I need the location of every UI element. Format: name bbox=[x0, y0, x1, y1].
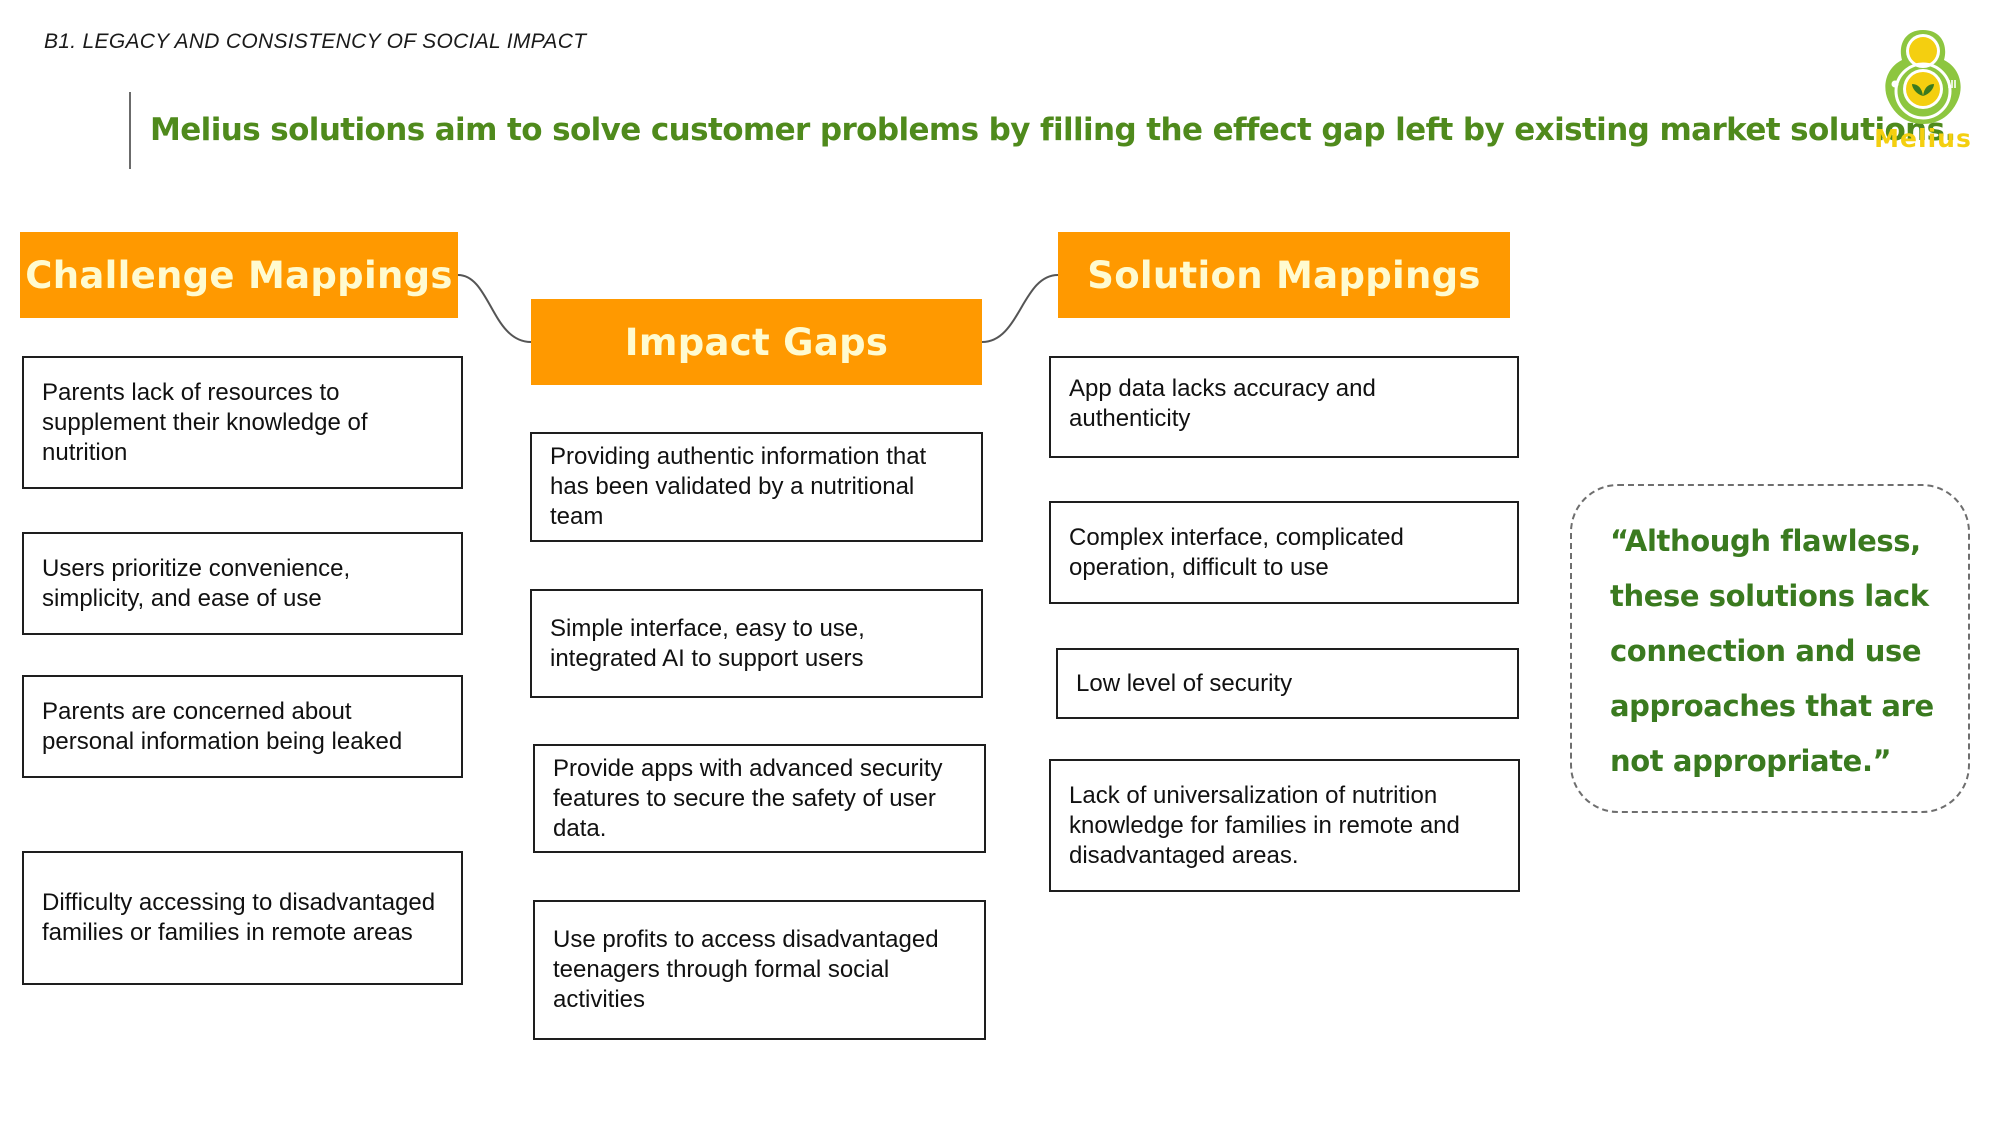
melius-logo: Melius bbox=[1868, 26, 1978, 161]
challenge-item: Users prioritize convenience, simplicity… bbox=[22, 532, 463, 635]
solution-item: Low level of security bbox=[1056, 648, 1519, 719]
challenge-mappings-header: Challenge Mappings bbox=[20, 232, 458, 318]
headline: Melius solutions aim to solve customer p… bbox=[150, 112, 1956, 148]
challenge-item: Difficulty accessing to disadvantaged fa… bbox=[22, 851, 463, 985]
section-label: B1. LEGACY AND CONSISTENCY OF SOCIAL IMP… bbox=[44, 30, 587, 53]
impact-gaps-header: Impact Gaps bbox=[531, 299, 982, 385]
melius-logo-icon bbox=[1885, 30, 1961, 124]
impact-gap-item: Use profits to access disadvantaged teen… bbox=[533, 900, 986, 1040]
solution-mappings-header: Solution Mappings bbox=[1058, 232, 1510, 318]
solution-item: App data lacks accuracy and authenticity bbox=[1049, 356, 1519, 458]
impact-gap-item: Provide apps with advanced security feat… bbox=[533, 744, 986, 853]
solution-item: Lack of universalization of nutrition kn… bbox=[1049, 759, 1520, 892]
solution-item: Complex interface, complicated operation… bbox=[1049, 501, 1519, 604]
quote-callout: “Although flawless, these solutions lack… bbox=[1570, 484, 1970, 813]
connector-challenge-impact bbox=[457, 274, 532, 343]
challenge-item: Parents are concerned about personal inf… bbox=[22, 675, 463, 778]
challenge-item: Parents lack of resources to supplement … bbox=[22, 356, 463, 489]
quote-text: “Although flawless, these solutions lack… bbox=[1610, 524, 1934, 778]
headline-divider bbox=[129, 92, 131, 169]
impact-gap-item: Simple interface, easy to use, integrate… bbox=[530, 589, 983, 698]
connector-impact-solution bbox=[981, 274, 1059, 343]
impact-gap-item: Providing authentic information that has… bbox=[530, 432, 983, 542]
logo-wordmark: Melius bbox=[1874, 124, 1972, 153]
